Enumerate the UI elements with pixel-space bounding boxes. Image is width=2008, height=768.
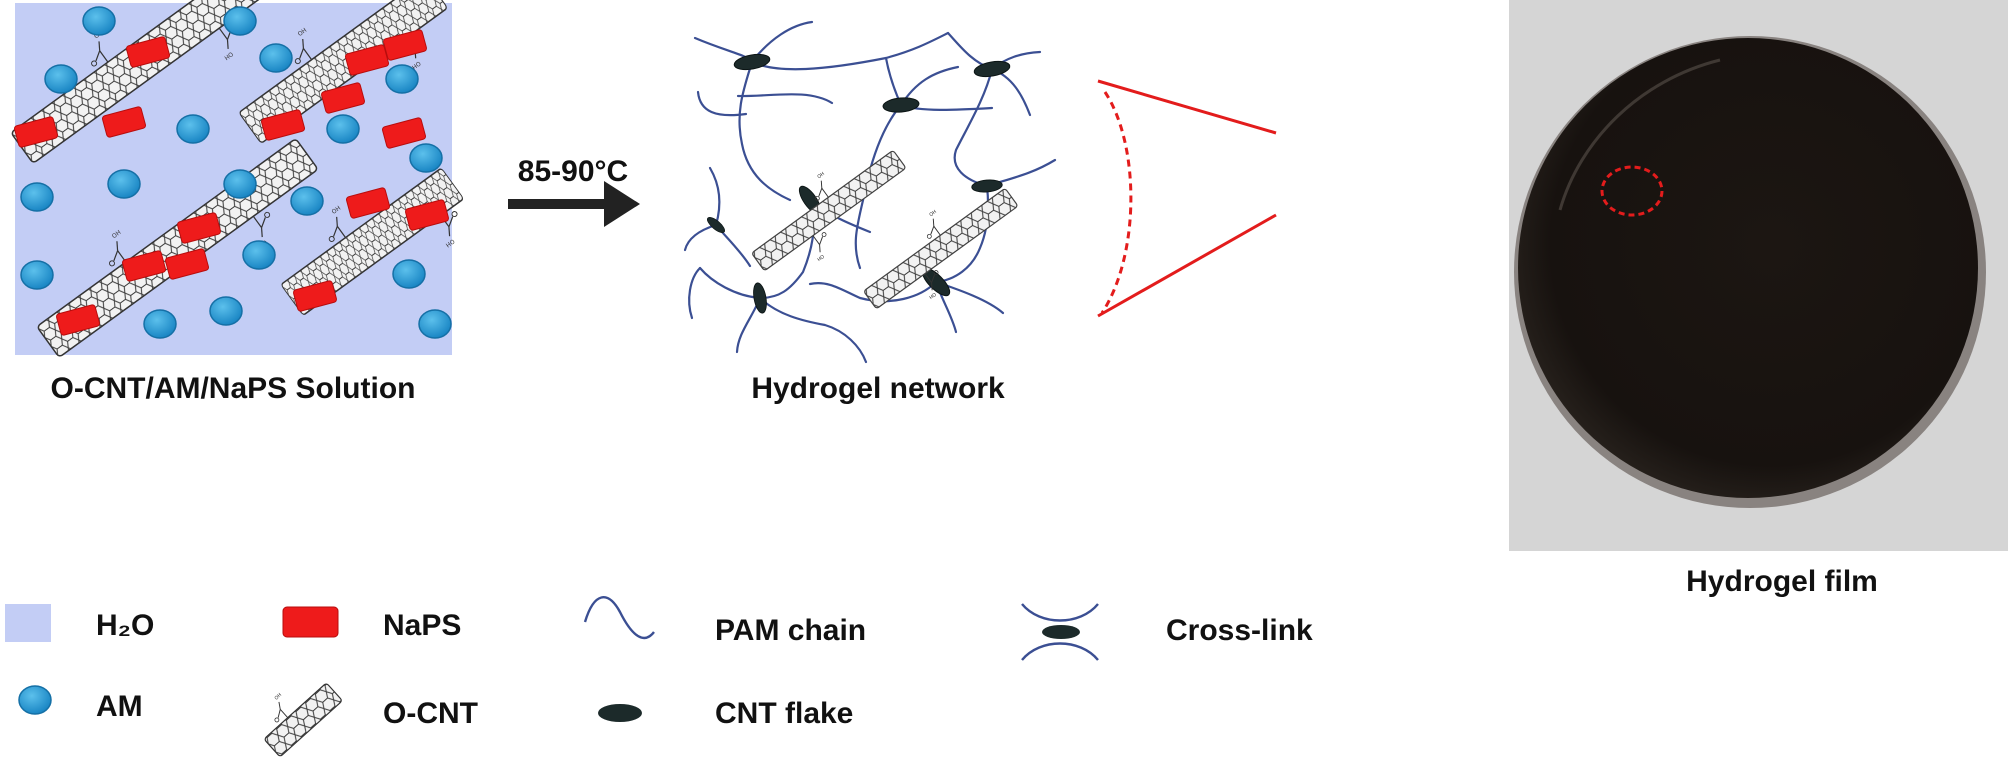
film-caption: Hydrogel film <box>1686 565 1878 598</box>
cross-link-node <box>704 214 728 236</box>
am-bead <box>223 169 257 199</box>
am-bead <box>326 114 360 144</box>
am-bead <box>385 64 419 94</box>
am-bead <box>259 43 293 73</box>
cross-link-icon <box>1021 603 1099 661</box>
am-bead <box>209 296 243 326</box>
network-caption: Hydrogel network <box>751 372 1005 405</box>
am-bead <box>418 309 452 339</box>
legend-label-am: AM <box>96 690 143 723</box>
naps-rectangle-icon <box>282 606 339 638</box>
am-bead <box>223 6 257 36</box>
process-arrow <box>508 181 640 227</box>
am-bead <box>44 64 78 94</box>
am-bead <box>290 186 324 216</box>
cnt-flake-icon <box>598 704 642 722</box>
am-bead <box>409 143 443 173</box>
water-square-icon <box>5 604 51 642</box>
am-bead <box>82 6 116 36</box>
legend-label-pam-chain: PAM chain <box>715 614 866 647</box>
zoom-circle <box>1600 165 1664 217</box>
o-cnt-in-network <box>750 149 907 272</box>
am-bead-icon <box>18 685 52 715</box>
legend: H₂O NaPS PAM chain Cross-link AM O-CNT C… <box>5 596 1313 757</box>
pam-chain-icon <box>583 596 655 639</box>
am-bead <box>392 259 426 289</box>
legend-label-o-cnt: O-CNT <box>383 697 478 730</box>
temperature-label: 85-90°C <box>518 155 628 188</box>
am-bead <box>20 260 54 290</box>
am-bead <box>107 169 141 199</box>
cross-link-node <box>970 178 1004 194</box>
solution-panel <box>10 0 472 359</box>
solution-caption: O-CNT/AM/NaPS Solution <box>51 372 416 405</box>
am-bead <box>20 182 54 212</box>
o-cnt-icon <box>262 683 342 757</box>
zoom-indicator <box>1097 79 1277 318</box>
am-bead <box>143 309 177 339</box>
o-cnt-in-network <box>862 187 1019 310</box>
am-bead <box>242 240 276 270</box>
legend-label-h2o: H₂O <box>96 609 154 642</box>
am-bead <box>176 114 210 144</box>
hydrogel-film-photo <box>1509 0 2008 551</box>
legend-label-cnt-flake: CNT flake <box>715 697 853 730</box>
cross-link-node <box>881 95 921 115</box>
legend-label-cross-link: Cross-link <box>1166 614 1313 647</box>
legend-label-naps: NaPS <box>383 609 461 642</box>
